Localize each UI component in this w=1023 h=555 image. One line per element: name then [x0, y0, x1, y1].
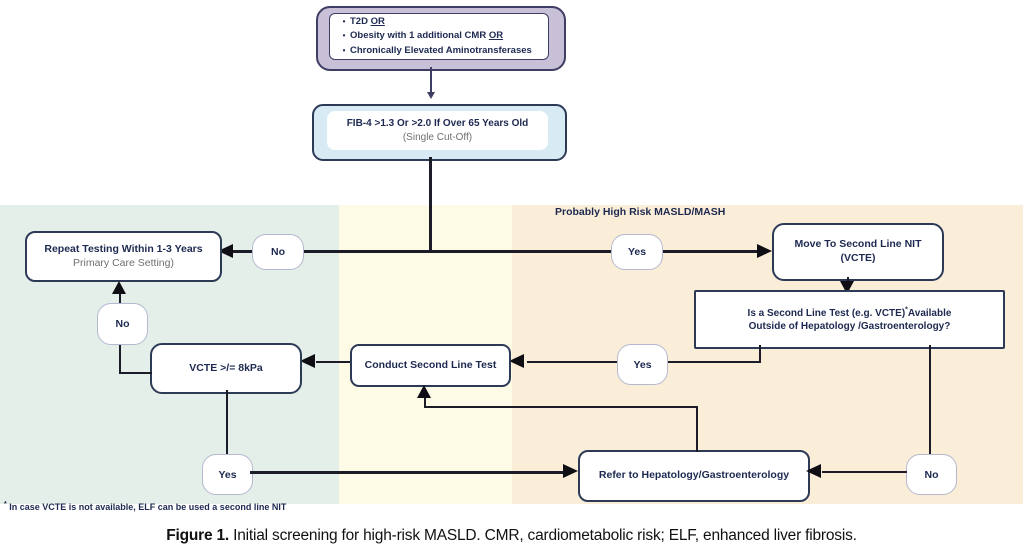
arrowhead-up-icon: [112, 281, 126, 294]
decision-fib4-no: No: [252, 234, 304, 270]
repeat-testing-title: Repeat Testing Within 1-3 Years: [44, 242, 203, 255]
region-label-high-risk: Probably High Risk MASLD/MASH: [555, 206, 726, 218]
connector-no-refer: [822, 471, 907, 473]
vcte-label: VCTE >/= 8kPa: [189, 361, 263, 374]
criteria-bullet-t2d: • T2D OR: [338, 15, 548, 29]
arrowhead-up-icon: [417, 385, 431, 398]
connector-fib4-split: [429, 157, 432, 252]
connector-criteria-fib4: [430, 67, 432, 93]
arrowhead-left-icon: [300, 354, 315, 368]
availability-question-line1: Is a Second Line Test (e.g. VCTE)*Availa…: [747, 306, 952, 319]
connector-refer-feedback-vert: [696, 407, 698, 452]
criteria-bullet-obesity: • Obesity with 1 additional CMR OR: [338, 29, 548, 43]
connector-vcte-yes-vert: [226, 390, 228, 456]
connector-vcte-no-horiz: [119, 372, 152, 374]
connector-feedback-stub: [424, 397, 426, 407]
connector-vcte-no-vert: [119, 342, 121, 374]
connector-refer-feedback-horiz: [424, 406, 698, 408]
fib4-threshold-text: FIB-4 >1.3 Or >2.0 If Over 65 Years Old: [346, 118, 529, 129]
refer-hepatology-box: Refer to Hepatology/Gastroenterology: [578, 450, 810, 502]
criteria-box: • T2D OR • Obesity with 1 additional CMR…: [329, 13, 549, 60]
arrowhead-left-icon: [509, 354, 524, 368]
fib4-box: FIB-4 >1.3 Or >2.0 If Over 65 Years Old …: [327, 111, 548, 150]
repeat-testing-subtitle: Primary Care Setting): [73, 256, 174, 269]
arrowhead-left-icon: [806, 464, 821, 478]
move-nit-title: Move To Second Line NIT: [794, 238, 922, 251]
bullet-dot-icon: •: [342, 17, 346, 27]
move-second-line-nit-box: Move To Second Line NIT (VCTE): [772, 223, 944, 281]
decision-availability-yes: Yes: [617, 344, 668, 385]
criteria-bullet-aminotransferases: • Chronically Elevated Aminotransferases: [338, 44, 548, 58]
arrowhead-down-icon: [426, 92, 435, 99]
connector-move-question: [847, 277, 849, 282]
footnote: * In case VCTE is not available, ELF can…: [4, 501, 287, 512]
second-line-availability-box: Is a Second Line Test (e.g. VCTE)*Availa…: [694, 290, 1005, 349]
connector-conduct-vcte: [316, 361, 350, 363]
refer-label: Refer to Hepatology/Gastroenterology: [598, 469, 790, 482]
arrowhead-right-icon: [563, 464, 578, 478]
conduct-second-line-test-box: Conduct Second Line Test: [350, 344, 511, 387]
repeat-testing-box: Repeat Testing Within 1-3 Years Primary …: [25, 231, 222, 282]
conduct-label: Conduct Second Line Test: [364, 358, 497, 371]
connector-question-yes-vert: [759, 345, 761, 363]
move-nit-vcte: (VCTE): [840, 252, 876, 264]
connector-no-repeat: [119, 294, 121, 303]
arrowhead-right-icon: [757, 244, 772, 258]
decision-vcte-no: No: [97, 303, 148, 345]
connector-question-no-vert: [929, 345, 931, 456]
figure-caption: Figure 1. Initial screening for high-ris…: [166, 527, 857, 544]
connector-split-left: [230, 250, 431, 253]
connector-split-right: [429, 250, 758, 253]
bullet-dot-icon: •: [342, 31, 346, 41]
fib4-cutoff-text: (Single Cut-Off): [402, 131, 473, 143]
connector-yes-refer: [250, 471, 563, 474]
bullet-dot-icon: •: [342, 45, 346, 55]
availability-question-line2: Outside of Hepatology /Gastroenterology?: [748, 320, 951, 332]
decision-vcte-yes: Yes: [202, 454, 253, 495]
vcte-threshold-box: VCTE >/= 8kPa: [150, 343, 302, 394]
decision-fib4-yes: Yes: [611, 234, 663, 270]
decision-availability-no: No: [906, 454, 957, 495]
